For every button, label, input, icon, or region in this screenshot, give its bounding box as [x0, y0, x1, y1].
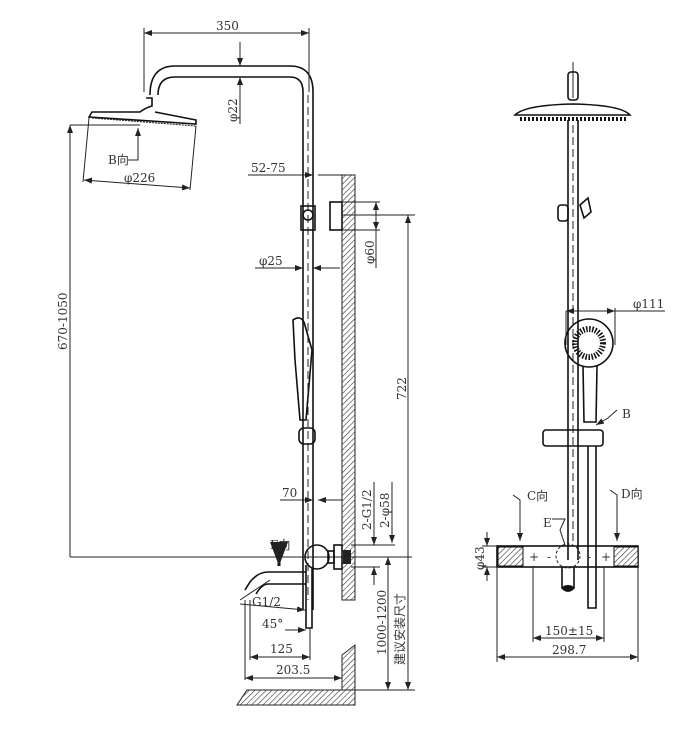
- head-connector: [567, 71, 579, 101]
- inlet-thread-label: 2-G1/2: [360, 489, 374, 530]
- head-view-label: B向: [108, 152, 129, 167]
- c-view-pointer: [512, 494, 523, 541]
- spout-angle-label: 45°: [262, 617, 283, 631]
- mixer-escutcheon: [333, 544, 343, 570]
- right-minus-sign: -: [587, 550, 591, 564]
- arm-width-label: 350: [216, 19, 239, 33]
- hand-shower-label: B: [622, 407, 631, 421]
- right-view-label: D向: [621, 486, 643, 501]
- mixer-diameter-label: φ43: [473, 546, 487, 570]
- outlet-nut: [562, 585, 574, 591]
- spout-length-label: 125: [270, 642, 293, 656]
- wall-offset-label: 52-75: [251, 161, 286, 175]
- arm-diameter-label: φ22: [226, 98, 240, 122]
- bracket-escutcheon: [329, 201, 343, 231]
- head-diameter-dim: [83, 177, 191, 191]
- spout-thread-lines: [239, 579, 271, 601]
- bracket-diameter-label: φ60: [363, 240, 377, 264]
- front-view: φ111 B C向 D向 E + - - + φ43 150±15: [473, 62, 665, 662]
- mixer-offset-label: 70: [282, 486, 297, 500]
- cold-handle[interactable]: [497, 546, 524, 567]
- spout-thread-label: G1/2: [252, 595, 281, 609]
- spout-thread-dim: [239, 603, 306, 613]
- mixer-width-label: 298.7: [552, 643, 586, 657]
- hose-front: [587, 446, 597, 609]
- install-height-note: 建议安装尺寸: [392, 593, 407, 665]
- left-plus-sign: +: [529, 550, 539, 564]
- right-plus-sign: +: [601, 550, 611, 564]
- center-label: E: [543, 516, 552, 530]
- hand-shower-front: [564, 318, 614, 368]
- shower-arm-inner: [157, 76, 304, 610]
- outlet-pipe: [305, 565, 313, 629]
- hand-shower: [292, 317, 313, 421]
- column-diameter-label: φ25: [259, 254, 283, 268]
- hot-handle[interactable]: [613, 546, 639, 567]
- head-nozzles: [91, 117, 197, 127]
- e-pointer: [552, 518, 566, 546]
- mixer-body: [304, 544, 330, 570]
- bracket-knob-front: [579, 196, 592, 220]
- inlet-spacing-label: 150±15: [545, 624, 593, 638]
- mixer-view-label: F向: [270, 537, 290, 552]
- bracket-knob: [302, 209, 314, 221]
- head-dim-ext-right: [189, 125, 197, 191]
- wall-lower: [341, 643, 356, 691]
- escutcheon-diameter-label: 2-φ58: [378, 493, 392, 528]
- center-dial: [555, 543, 581, 569]
- left-view-label: C向: [527, 488, 548, 503]
- head-height-label: 670-1050: [56, 293, 70, 351]
- spout-total-label: 203.5: [276, 663, 310, 677]
- hand-shower-handle: [582, 365, 598, 423]
- overhead-shower-head: [87, 97, 197, 125]
- install-height-label: 1000-1200: [375, 590, 389, 655]
- wall-upper: [341, 174, 356, 601]
- wall-bracket-clamp: [300, 205, 316, 231]
- left-minus-sign: -: [547, 550, 551, 564]
- floor: [236, 689, 356, 706]
- spout: [244, 571, 306, 595]
- b-view-pointer: [128, 128, 141, 161]
- d-view-pointer: [609, 489, 620, 541]
- shower-arm-outer: [149, 65, 314, 610]
- b-pointer: [595, 409, 618, 426]
- column-front: [567, 120, 579, 560]
- hand-shower-holder: [298, 427, 316, 445]
- bracket-front: [557, 204, 569, 222]
- head-dim-ext-left: [82, 117, 90, 183]
- slider-front: [542, 429, 604, 447]
- side-view: B向 φ226 350 φ22 52-75 φ60 722: [56, 19, 415, 706]
- head-diameter-label: φ226: [124, 171, 155, 185]
- hand-shower-diameter-label: φ111: [633, 297, 664, 311]
- overhead-head-front: [513, 103, 632, 116]
- bracket-height-label: 722: [395, 377, 409, 400]
- inlet-pipe: [343, 550, 351, 564]
- hand-shower-nozzles: [572, 326, 606, 360]
